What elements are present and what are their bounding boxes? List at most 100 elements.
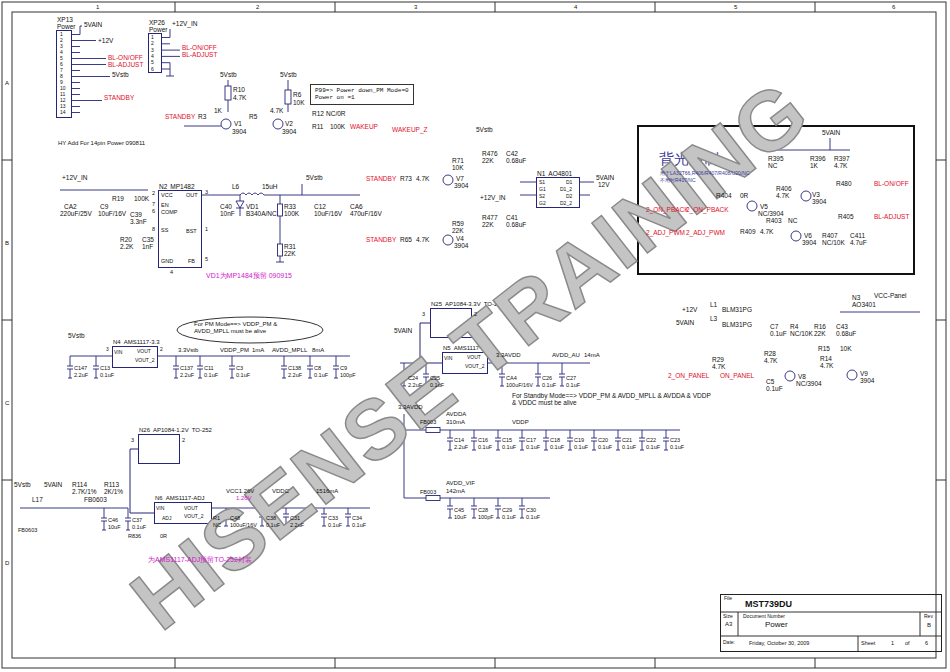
part-label: 100K	[284, 211, 299, 218]
part-heading: N6AMS1117-ADJ	[155, 495, 204, 503]
part-label: C138	[288, 366, 301, 372]
part-label: 6	[60, 62, 63, 67]
part-label: 4.7K	[834, 163, 847, 170]
part-label: R19	[112, 196, 124, 203]
part-label: 12V	[598, 182, 610, 189]
net-label: WAKEUP_Z	[392, 127, 428, 134]
part-label: VDDC	[272, 488, 289, 494]
part-label: C	[5, 400, 9, 406]
part-label: CA4	[506, 376, 517, 382]
part-label: NC	[213, 523, 221, 529]
part-label: 4.7K	[760, 229, 773, 236]
part-label: NC	[788, 218, 797, 225]
part-label: 2	[151, 41, 154, 46]
part-label: 3	[205, 190, 208, 196]
part-label: VCC1.26V	[226, 488, 254, 494]
part-label: For Standby Mode==> VDDP_PM & AVDD_MPLL …	[512, 393, 712, 407]
part-label: 5VAIN	[676, 320, 694, 327]
part-label: BLM31PG	[722, 307, 752, 314]
part-label: 5VAIN	[822, 130, 840, 137]
part-label: R11	[312, 124, 323, 131]
part-label: R477	[482, 215, 498, 222]
part-label: 2	[256, 4, 259, 10]
part-heading: N1AO4801	[537, 170, 572, 178]
part-label: 3904	[454, 243, 468, 250]
node-text: AMS1117-ADJ	[166, 495, 205, 502]
part-label: R396	[810, 156, 826, 163]
part-label: 12	[60, 98, 66, 103]
part-label: 4.7K	[764, 358, 777, 365]
mosfet-wires	[520, 182, 594, 195]
part-label: V5	[760, 204, 768, 211]
part-label: 4	[151, 54, 154, 59]
part-label: R10	[233, 87, 245, 94]
part-label: 100pF	[478, 515, 494, 521]
part-label: +12V_IN	[172, 21, 197, 28]
part-label: C411	[850, 233, 865, 240]
node-text: AO4801	[548, 170, 572, 177]
title-block-text: Rev	[924, 614, 933, 620]
part-label: 15uH	[262, 184, 278, 191]
part-label: VIN	[156, 506, 164, 511]
part-label: C30	[526, 508, 536, 514]
part-label: 1mA	[252, 347, 264, 353]
part-label: 10K	[293, 100, 305, 107]
part-label: C29	[502, 508, 512, 514]
part-label: C14	[454, 438, 464, 444]
part-label: R6	[293, 92, 301, 99]
part-label: 0R	[160, 534, 167, 540]
part-label: 10K	[452, 165, 464, 172]
part-label: NC/3904	[796, 381, 822, 388]
part-label: 5	[151, 60, 154, 65]
part-label: 3.3nF	[130, 219, 147, 226]
transistor-symbol	[443, 235, 453, 245]
part-label: C11	[204, 366, 214, 372]
part-label: VIN	[444, 356, 452, 361]
node-text: XP26 Power	[149, 19, 175, 33]
part-label: B	[5, 240, 9, 246]
diode-symbol	[236, 195, 244, 216]
annotation-note: 1.26V	[236, 495, 252, 501]
part-label: A	[5, 80, 9, 86]
title-block-text: File	[724, 596, 732, 602]
net-label: BL-ON/OFF	[108, 55, 143, 62]
title-block-text: 6	[925, 640, 928, 646]
part-label: 8mA	[312, 347, 324, 353]
net-label: STANDBY	[104, 95, 134, 102]
part-label: 2.2K	[120, 244, 133, 251]
part-label: R395	[768, 156, 784, 163]
part-label: 1516mA	[316, 488, 338, 494]
part-label: 0.1uF	[502, 515, 516, 521]
part-label: HY Add For 14pin Power 090811	[58, 140, 145, 146]
part-label: C12	[314, 204, 326, 211]
part-label: R3	[198, 114, 206, 121]
net-label: 2_ADJ_PWM	[686, 230, 725, 237]
part-label: 14	[60, 110, 66, 115]
part-label: C137	[180, 366, 193, 372]
part-label: VOUT	[137, 349, 151, 354]
part-label: 3904	[812, 199, 826, 206]
part-label: R31	[284, 244, 296, 251]
part-label: 5VAIN	[394, 328, 412, 335]
part-label: 3	[60, 44, 63, 49]
part-label: CA6	[350, 204, 363, 211]
part-label: 5Vstb	[68, 333, 85, 340]
part-label: C42	[506, 151, 518, 158]
annotation-note: 为AMS1117-ADJ预留TO-252封装	[148, 556, 252, 563]
part-label: G2	[539, 201, 546, 206]
part-label: 8	[152, 227, 155, 233]
part-label: 4.7K	[416, 176, 429, 183]
part-label: 0.1uF	[526, 445, 540, 451]
part-label: C25	[430, 376, 440, 382]
part-label: C15	[502, 438, 512, 444]
part-label: R16	[814, 324, 826, 331]
part-label: NC/0R	[326, 111, 346, 118]
part-label: +12V_IN	[62, 175, 87, 182]
net-label: 2_ADJ_PWM	[646, 230, 685, 237]
ferrite-bead-symbol	[426, 496, 440, 501]
capacitor-symbols	[67, 356, 339, 378]
net-label: 2_ON_PBACK	[646, 207, 689, 214]
part-label: C37	[132, 518, 142, 524]
net-label: BL-ADJUST	[182, 52, 217, 59]
capacitor-symbols	[447, 430, 669, 450]
